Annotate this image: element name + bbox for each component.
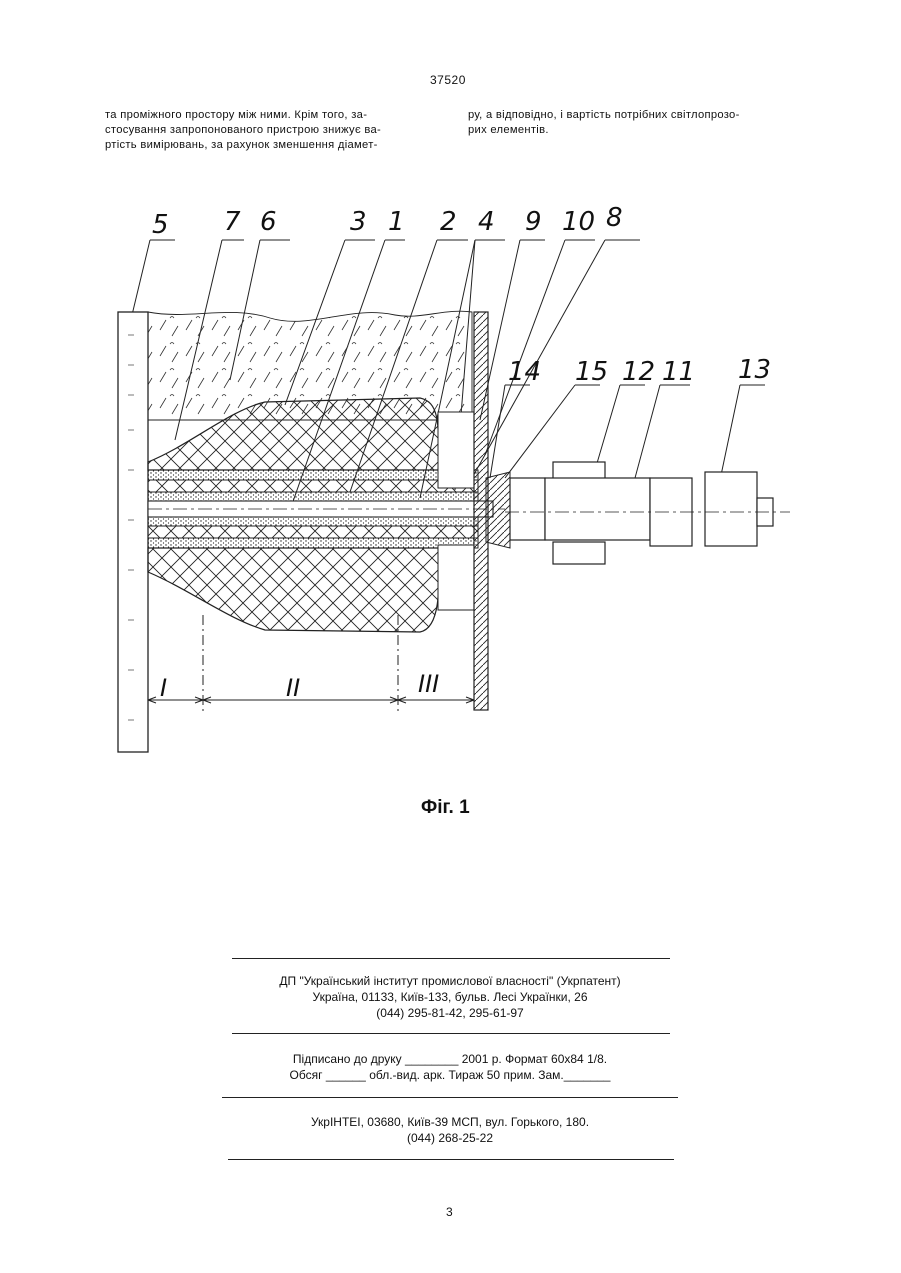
callout-9: 9	[525, 207, 542, 237]
zone-label-III: III	[418, 670, 439, 698]
callout-13: 13	[738, 355, 771, 385]
callout-2: 2	[440, 207, 457, 237]
imprint-print-info: Підписано до друку ________ 2001 р. Форм…	[150, 1051, 750, 1083]
divider	[228, 1159, 674, 1160]
text-line: та проміжного простору між ними. Крім то…	[105, 108, 433, 123]
text-line: стосування запропонованого пристрою зниж…	[105, 123, 433, 138]
divider	[232, 958, 670, 959]
callout-6: 6	[260, 207, 277, 237]
callout-4: 4	[478, 207, 495, 237]
callout-3: 3	[350, 207, 367, 237]
zone-label-I: I	[160, 674, 167, 702]
text-column-right: ру, а відповідно, і вартість потрібних с…	[468, 108, 798, 138]
divider	[222, 1097, 678, 1098]
phones-line: (044) 295-81-42, 295-61-97	[150, 1005, 750, 1021]
text-line: рих елементів.	[468, 123, 798, 138]
callout-15: 15	[575, 357, 608, 387]
technical-drawing: 5 7 6 3 1 2 4 9 10 8 14 15 12 11 13 I II…	[0, 195, 901, 760]
text-line: ру, а відповідно, і вартість потрібних с…	[468, 108, 798, 123]
imprint-printer: УкрІНТЕІ, 03680, Київ-39 МСП, вул. Горьк…	[150, 1114, 750, 1146]
text-column-left: та проміжного простору між ними. Крім то…	[105, 108, 433, 153]
callout-5: 5	[152, 210, 169, 240]
zone-label-II: II	[286, 674, 300, 702]
callout-8: 8	[606, 203, 623, 233]
printer-line: УкрІНТЕІ, 03680, Київ-39 МСП, вул. Горьк…	[150, 1114, 750, 1130]
page-number: 3	[446, 1205, 453, 1219]
signed-line: Підписано до друку ________ 2001 р. Форм…	[150, 1051, 750, 1067]
callout-10: 10	[562, 207, 595, 237]
callout-1: 1	[388, 207, 405, 237]
figure-caption: Фіг. 1	[421, 797, 470, 819]
volume-line: Обсяг ______ обл.-вид. арк. Тираж 50 при…	[150, 1067, 750, 1083]
callout-7: 7	[224, 207, 241, 237]
callout-14: 14	[508, 357, 541, 387]
patent-number: 37520	[430, 73, 466, 87]
publisher-line: ДП "Український інститут промислової вла…	[150, 973, 750, 989]
printer-phone: (044) 268-25-22	[150, 1130, 750, 1146]
imprint-publisher: ДП "Український інститут промислової вла…	[150, 973, 750, 1021]
callout-12: 12	[622, 357, 655, 387]
address-line: Україна, 01133, Київ-133, бульв. Лесі Ук…	[150, 989, 750, 1005]
text-line: ртість вимірювань, за рахунок зменшення …	[105, 138, 433, 153]
divider	[232, 1033, 670, 1034]
callout-11: 11	[662, 357, 695, 387]
